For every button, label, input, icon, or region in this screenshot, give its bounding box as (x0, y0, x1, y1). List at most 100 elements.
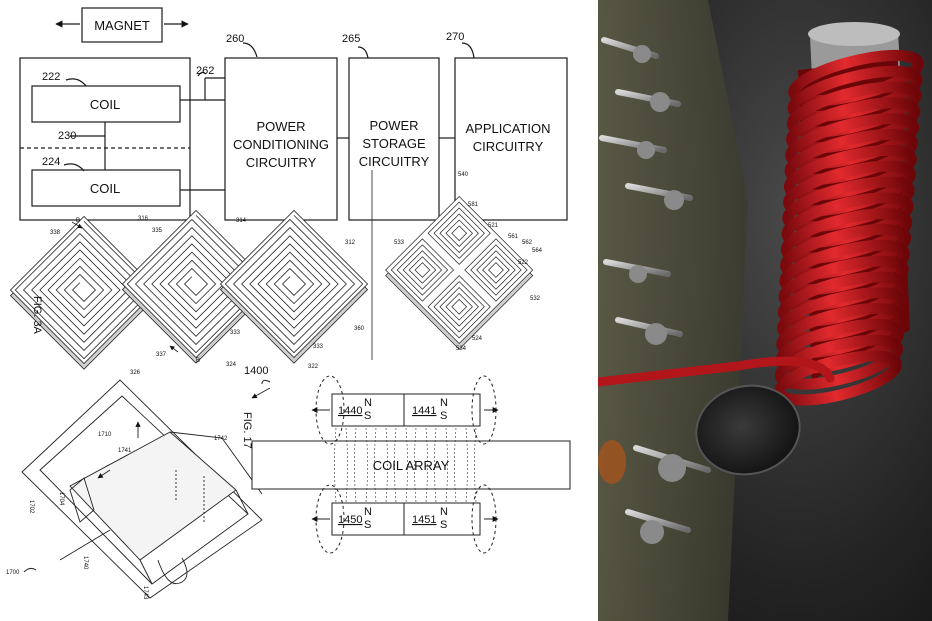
fig3a-ref-338: 338 (50, 230, 61, 236)
fig3a-labels: FIG. 3A 338 316 335 314 312 337 326 333 … (31, 172, 543, 376)
magnet-1441-s: S (440, 410, 447, 422)
magnet-1450-s: S (364, 519, 371, 531)
magnet-label: MAGNET (94, 18, 150, 33)
magnetic-field-lines (334, 427, 477, 503)
power-storage-line2: STORAGE (362, 136, 426, 151)
fig17-ref-1742: 1742 (214, 436, 228, 442)
quad-ref-521: 521 (488, 223, 499, 229)
fig3a-ref-312: 312 (345, 240, 356, 246)
fig3a-ref-b-top: B (76, 218, 80, 224)
fig17-ref-1740: 1740 (82, 556, 88, 570)
fig3a-ref-314: 314 (236, 218, 247, 224)
quad-ref-522: 522 (518, 260, 529, 266)
quad-ref-540: 540 (458, 172, 469, 178)
spiral-coil-figure (9, 209, 369, 370)
quad-ref-562: 562 (522, 240, 533, 246)
ref-262: 262 (196, 65, 214, 77)
quad-ref-524: 524 (472, 336, 483, 342)
fig3a-ref-322: 322 (308, 364, 319, 370)
fig17-drawing (21, 379, 271, 599)
fig3a-label: FIG. 3A (31, 296, 43, 335)
power-storage-box (348, 57, 440, 221)
quad-ref-561: 561 (508, 234, 519, 240)
ref-265: 265 (342, 33, 360, 45)
quad-ref-533: 533 (394, 240, 405, 246)
copper-lead-wire (598, 356, 835, 387)
fig3a-ref-333: 333 (230, 330, 241, 336)
coil-top-box (31, 85, 181, 123)
coil-bottom-label: COIL (90, 181, 120, 196)
power-storage-line1: POWER (369, 118, 418, 133)
fig17-ref-1704: 1704 (58, 492, 64, 506)
fig17-ref-1710: 1710 (98, 432, 112, 438)
fig3a-ref-316: 316 (138, 216, 149, 222)
copper-winding (774, 49, 924, 406)
ref-230: 230 (58, 130, 76, 142)
ref-260: 260 (226, 33, 244, 45)
magnet-1440-n: N (364, 397, 372, 409)
magnet-1450-n: N (364, 506, 372, 518)
spiral-coil-316 (121, 209, 271, 364)
ref-270: 270 (446, 31, 464, 43)
coil-array-labels: 1400 1440 N S 1441 N S COIL ARRAY 1450 N… (244, 365, 450, 531)
quad-spiral-coil (385, 195, 534, 350)
fig3a-ref-360: 360 (354, 326, 365, 332)
magnet-1441-n: N (440, 397, 448, 409)
power-storage-line3: CIRCUITRY (359, 154, 430, 169)
fig17-label: FIG. 17 (241, 412, 253, 449)
coil-array-box (251, 440, 571, 490)
magnet-1440-label: 1440 (338, 405, 362, 417)
coil-array-label: COIL ARRAY (373, 458, 450, 473)
power-conditioning-line3: CIRCUITRY (246, 155, 317, 170)
magnet-1441-label: 1441 (412, 405, 436, 417)
magnet-1451-s: S (440, 519, 447, 531)
copper-lead-blob (598, 440, 626, 484)
coil-top-label: COIL (90, 97, 120, 112)
fig17-ref-1743: 1743 (142, 586, 148, 600)
fig3a-ref-337: 337 (156, 352, 167, 358)
coil-housing (19, 57, 191, 221)
power-conditioning-line2: CONDITIONING (233, 137, 329, 152)
fig17-ref-1700: 1700 (6, 570, 20, 576)
ferrite-core-end (696, 385, 800, 475)
ref-1400: 1400 (244, 365, 268, 377)
quad-ref-534: 534 (456, 346, 467, 352)
power-conditioning-box (224, 57, 338, 221)
magnet-1451-n: N (440, 506, 448, 518)
fig17-ref-1702: 1702 (28, 500, 34, 514)
fig3a-ref-b-bottom: B (196, 358, 200, 364)
coil-bottom-box (31, 169, 181, 207)
fig3a-ref-335: 335 (152, 228, 163, 234)
quad-spiral-cell (390, 238, 455, 302)
coil-array-figure (251, 375, 571, 554)
application-line2: CIRCUITRY (473, 139, 544, 154)
quad-ref-532: 532 (530, 296, 541, 302)
quad-spiral-cell (427, 201, 491, 265)
quad-spiral-cell (427, 275, 491, 339)
magnet-1441-box (403, 393, 481, 427)
magnet-1450-label: 1450 (338, 514, 362, 526)
ref-224: 224 (42, 156, 60, 168)
block-diagram (19, 7, 568, 221)
magnet-box (81, 7, 163, 43)
patent-drawing-panel: MAGNET COIL COIL 222 224 230 260 262 265… (6, 7, 571, 601)
magnet-1451-box (403, 502, 481, 536)
spiral-coil-338 (9, 215, 159, 370)
ref-222: 222 (42, 71, 60, 83)
block-diagram-text: MAGNET COIL COIL 222 224 230 260 262 265… (42, 18, 551, 196)
solder-joints (629, 45, 686, 544)
inductor-photo (598, 0, 932, 621)
magnet-1440-s: S (364, 410, 371, 422)
fig17-ref-1741: 1741 (118, 448, 132, 454)
fig3a-ref-324: 324 (226, 362, 237, 368)
quad-spiral-cell (464, 238, 528, 302)
application-box (454, 57, 568, 221)
fig3a-ref-333b: 333 (313, 344, 324, 350)
quad-ref-581: 581 (468, 202, 479, 208)
fig17-labels: FIG. 17 1710 1741 1742 1702 1704 1740 17… (6, 412, 253, 600)
magnet-1451-label: 1451 (412, 514, 436, 526)
application-line1: APPLICATION (465, 121, 550, 136)
power-conditioning-line1: POWER (256, 119, 305, 134)
quad-ref-564: 564 (532, 248, 543, 254)
